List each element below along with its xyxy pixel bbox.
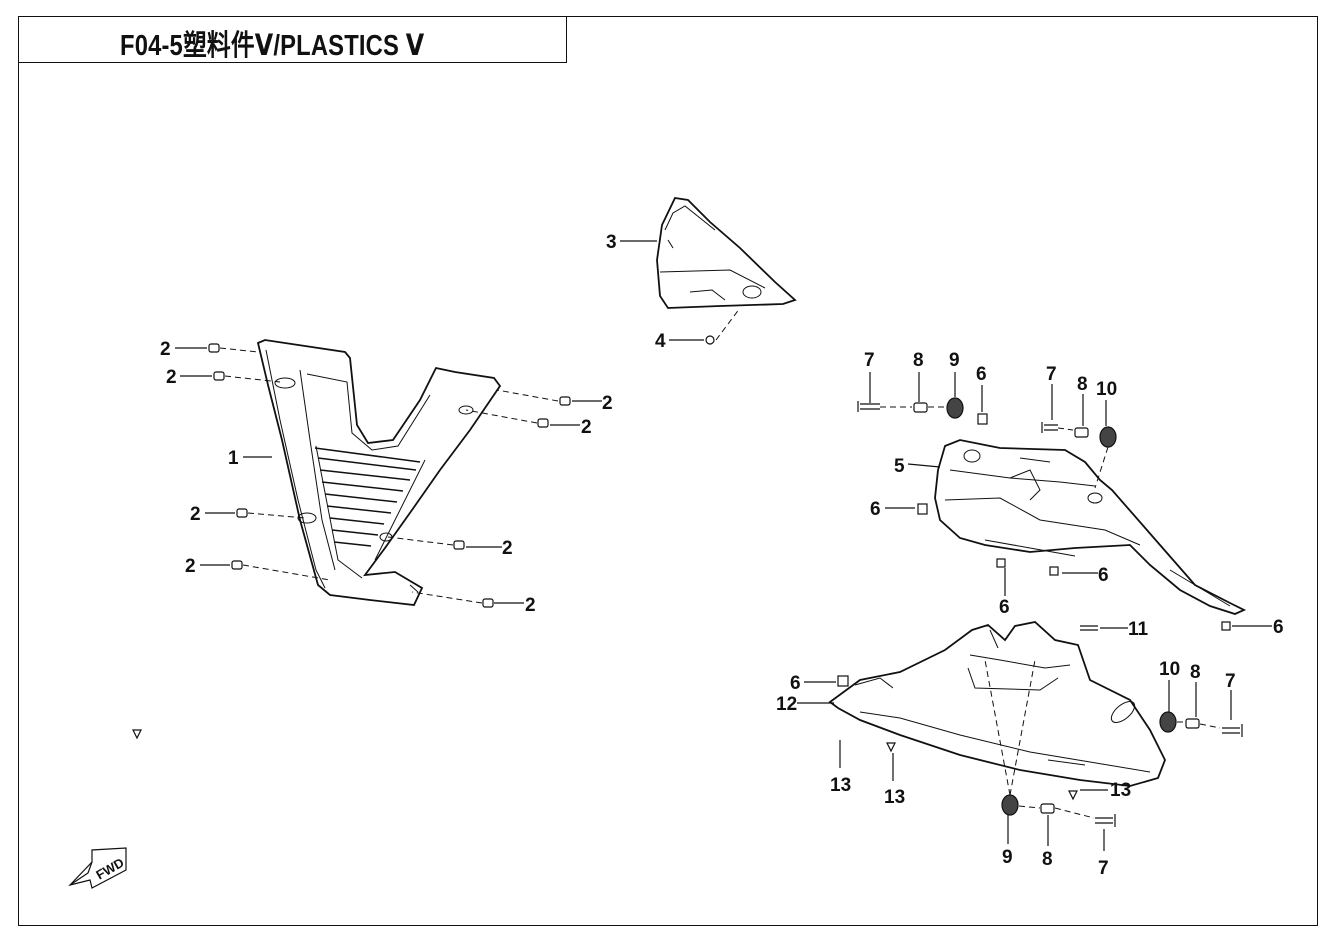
callout-10: 10 xyxy=(1096,379,1117,400)
callout-9: 9 xyxy=(949,350,960,371)
diagram-title: F04-5塑料件Ⅴ/PLASTICS Ⅴ xyxy=(120,30,425,62)
fwd-arrow-icon: FWD xyxy=(68,847,127,889)
callout-6: 6 xyxy=(790,673,801,694)
callout-7: 7 xyxy=(864,350,875,371)
callout-6: 6 xyxy=(976,364,987,385)
callout-7: 7 xyxy=(1046,364,1057,385)
callout-2: 2 xyxy=(166,367,177,388)
callout-7: 7 xyxy=(1225,671,1236,692)
callout-1: 1 xyxy=(228,448,239,469)
callout-13: 13 xyxy=(884,787,905,808)
callout-13: 13 xyxy=(1110,780,1131,801)
drawing-frame xyxy=(18,16,1318,926)
callout-2: 2 xyxy=(525,595,536,616)
part-5-upper-bracket xyxy=(934,439,1247,615)
callout-10: 10 xyxy=(1159,659,1180,680)
callout-12: 12 xyxy=(776,694,797,715)
callout-6: 6 xyxy=(870,499,881,520)
part-12-lower-cover xyxy=(828,621,1166,787)
callout-5: 5 xyxy=(894,456,905,477)
callout-2: 2 xyxy=(602,393,613,414)
callout-2: 2 xyxy=(502,538,513,559)
callout-3: 3 xyxy=(606,232,617,253)
callout-6: 6 xyxy=(999,597,1010,618)
callout-7: 7 xyxy=(1098,858,1109,879)
callout-2: 2 xyxy=(581,417,592,438)
assembly-dash-lines xyxy=(219,307,1221,819)
callout-4: 4 xyxy=(655,331,666,352)
callout-8: 8 xyxy=(1077,374,1088,395)
callout-2: 2 xyxy=(160,339,171,360)
callout-13: 13 xyxy=(830,775,851,796)
callout-labels: 2 2 2 2 2 2 2 2 1 3 4 5 6 6 6 6 6 6 7 7 … xyxy=(160,232,1284,879)
leader-lines xyxy=(175,240,1272,851)
callout-2: 2 xyxy=(185,556,196,577)
callout-6: 6 xyxy=(1273,617,1284,638)
callout-8: 8 xyxy=(1190,662,1201,683)
callout-8: 8 xyxy=(1042,849,1053,870)
callout-2: 2 xyxy=(190,504,201,525)
callout-11: 11 xyxy=(1128,619,1149,640)
fasteners xyxy=(132,335,1243,827)
part-1-front-cover xyxy=(256,339,502,606)
title-block xyxy=(18,16,567,63)
part-3-side-panel xyxy=(656,197,797,309)
callout-6: 6 xyxy=(1098,565,1109,586)
callout-8: 8 xyxy=(913,350,924,371)
callout-9: 9 xyxy=(1002,847,1013,868)
